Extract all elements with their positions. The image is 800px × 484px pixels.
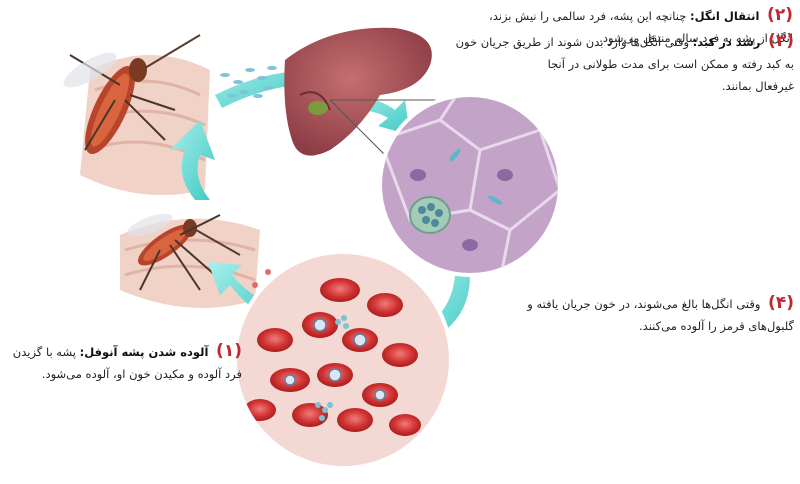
step-title: رشد در کبد:	[692, 35, 761, 49]
step-text-line-1: چنانچه این پشه، فرد سالمی را نیش بزند،	[489, 9, 687, 23]
liver-cell-magnified	[378, 93, 562, 277]
step-2-note: (۲) انتقال انگل: چنانچه این پشه، فرد سال…	[489, 4, 793, 49]
step-4-note: (۴) وقتی انگل‌ها بالغ می‌شوند، در خون جر…	[520, 292, 794, 337]
step-text-line-2: فرد آلوده و مکیدن خون او، آلوده می‌شود.	[41, 367, 242, 381]
step-number: (۲)	[767, 5, 793, 25]
step-text-line-2: به کبد رفته و ممکن است برای مدت طولانی د…	[547, 57, 794, 71]
step-text-line-2: گلبول‌های قرمز را آلوده می‌کنند.	[639, 319, 794, 333]
step-title: انتقال انگل:	[690, 9, 760, 23]
blood-magnified	[233, 250, 453, 470]
step-1-note: (۱) آلوده شدن پشه آنوفل: پشه با گزیدن فر…	[2, 340, 242, 385]
step-text-line-1: وقتی انگل‌ها وارد بدن شوند از طریق جریان…	[455, 35, 689, 49]
step-number: (۴)	[768, 293, 794, 313]
mosquito-icon	[63, 34, 201, 155]
liver	[284, 27, 440, 161]
step-number: (۱)	[216, 341, 242, 361]
mosquito-feeding-icon	[127, 213, 241, 291]
step-text-line-3: غیرفعال بمانند.	[721, 79, 794, 93]
step-text-line-2: انگل از پشه به فرد سالم منتقل می‌شود.	[599, 31, 793, 45]
step-text-line-1: وقتی انگل‌ها بالغ می‌شوند، در خون جریان …	[527, 297, 761, 311]
arrow-mosquito-to-mosquito	[170, 120, 215, 200]
step-text-line-1: پشه با گزیدن	[12, 345, 76, 359]
step-number: (۳)	[768, 31, 794, 51]
step-title: آلوده شدن پشه آنوفل:	[79, 345, 209, 359]
step-3-note: (۳) رشد در کبد: وقتی انگل‌ها وارد بدن شو…	[430, 30, 794, 97]
